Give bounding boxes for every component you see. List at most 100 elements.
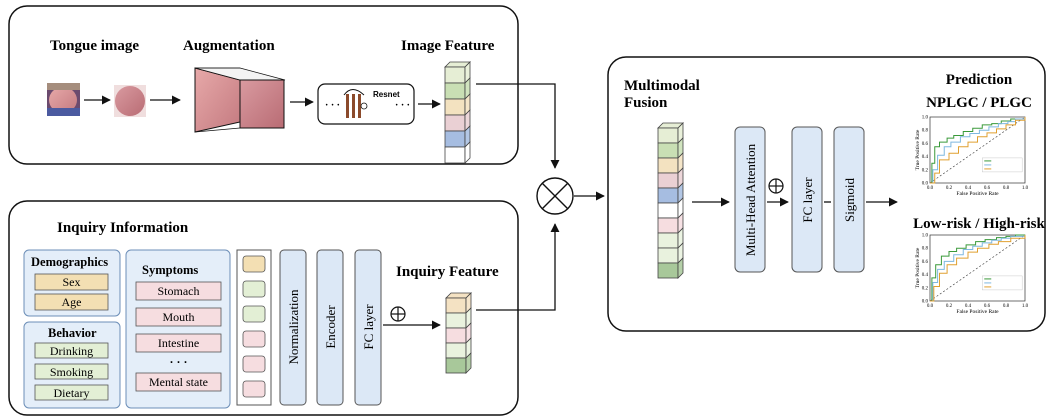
fusion-feature-cell	[657, 187, 679, 204]
fusion-fc-layer	[791, 126, 823, 273]
roc-series-line	[930, 235, 1026, 302]
behavior-drinking: Drinking	[50, 344, 93, 358]
roc-x-tick-label: 0.6	[984, 304, 991, 309]
fusion-feature-cell	[657, 202, 679, 219]
roc-y-axis-label: True Positive Rate	[915, 129, 921, 170]
roc-y-tick-label: 0.0	[922, 182, 929, 187]
multi-head-attention-label: Multi-Head Attention	[743, 143, 758, 256]
behavior-drinking-box	[34, 342, 109, 359]
fusion-multiply-symbol	[536, 177, 574, 215]
inquiry-feature-label: Inquiry Feature	[396, 264, 499, 280]
roc-x-tick-label: 0.4	[965, 186, 972, 191]
inquiry-feature-cell	[445, 357, 467, 374]
roc-y-axis-label: True Positive Rate	[915, 247, 921, 288]
symptom-mental-box	[135, 372, 222, 392]
roc-y-tick-label: 0.2	[922, 286, 929, 291]
roc-x-tick-label: 0.8	[1003, 304, 1010, 309]
inquiry-info-title: Inquiry Information	[57, 220, 189, 236]
demographics-sex-box	[34, 273, 109, 291]
inquiry-feature-cell	[445, 342, 467, 359]
encoder-label: Encoder	[323, 305, 338, 349]
roc-series-line	[930, 117, 1026, 184]
fusion-feature-cell	[657, 172, 679, 189]
augmentation-box	[194, 67, 286, 133]
multi-head-attention-layer	[734, 126, 766, 273]
roc-y-tick-label: 0.2	[922, 168, 929, 173]
inquiry-column-cell	[242, 305, 266, 323]
image-feature-label: Image Feature	[401, 38, 495, 54]
roc-series-line	[930, 117, 1026, 184]
behavior-dietary-box	[34, 384, 109, 401]
fusion-feature-cell	[657, 142, 679, 159]
demographics-sex: Sex	[63, 275, 81, 289]
connector-inquiry-to-fusion	[476, 223, 560, 311]
roc-y-tick-label: 1.0	[922, 116, 929, 121]
demographics-age: Age	[62, 295, 82, 309]
roc-chart-1: 0.00.00.20.20.40.40.60.60.80.81.01.0Fals…	[915, 116, 1029, 198]
roc-x-axis-label: False Positive Rate	[956, 309, 999, 315]
roc-y-tick-label: 1.0	[922, 234, 929, 239]
fusion-title-line2: Fusion	[624, 95, 668, 111]
fusion-add-symbol	[768, 178, 784, 194]
inquiry-column-cell	[242, 330, 266, 348]
roc-series-line	[930, 235, 1026, 302]
roc-x-tick-label: 0.0	[927, 186, 934, 191]
image-feature-cell	[444, 82, 466, 100]
symptoms-title: Symptoms	[142, 263, 198, 277]
inquiry-input-column	[236, 249, 272, 406]
roc-y-tick-label: 0.6	[922, 142, 929, 147]
roc-x-tick-label: 0.6	[984, 186, 991, 191]
inquiry-fc-label: FC layer	[361, 304, 376, 350]
cropped-tongue	[114, 85, 146, 117]
roc-x-tick-label: 0.2	[946, 186, 953, 191]
normalization-label: Normalization	[286, 289, 301, 365]
inquiry-column-cell	[242, 280, 266, 298]
inquiry-column-cells	[242, 255, 266, 398]
resnet-label: Resnet	[373, 90, 400, 99]
symptom-stomach-box	[135, 281, 222, 301]
fusion-feature-cell	[657, 247, 679, 264]
inquiry-column-cell	[242, 355, 266, 373]
roc-x-tick-label: 0.4	[965, 304, 972, 309]
roc-x-axis-label: False Positive Rate	[956, 191, 999, 197]
inquiry-add-symbol	[390, 306, 406, 322]
roc-y-tick-label: 0.4	[922, 273, 929, 278]
symptom-stomach: Stomach	[158, 284, 200, 298]
symptom-intestine: Intestine	[158, 336, 199, 350]
roc-y-tick-label: 0.0	[922, 300, 929, 305]
tongue-image-label: Tongue image	[50, 38, 139, 54]
fusion-feature-side-face	[677, 257, 684, 279]
roc-chance-diagonal	[929, 234, 1026, 302]
image-feature-cell	[444, 114, 466, 132]
roc-y-tick-label: 0.8	[922, 247, 929, 252]
roc-x-tick-label: 0.8	[1003, 186, 1010, 191]
symptom-mental-state: Mental state	[149, 375, 208, 389]
roc-x-tick-label: 1.0	[1022, 186, 1029, 191]
fusion-feature-cell	[657, 262, 679, 279]
inquiry-feature-cell	[445, 327, 467, 344]
symptom-mouth: Mouth	[162, 310, 194, 324]
connector-image-to-fusion	[476, 83, 560, 169]
svg-text:· · ·: · · ·	[395, 100, 410, 111]
roc-chart-2-title: Low-risk / High-risk	[913, 216, 1045, 232]
fusion-title-line1: Multimodal	[624, 78, 700, 94]
roc-y-tick-label: 0.4	[922, 155, 929, 160]
fusion-feature-cell	[657, 232, 679, 249]
roc-legend-box	[982, 275, 1023, 291]
symptom-ellipsis: · · ·	[169, 355, 187, 369]
image-feature-cell	[444, 66, 466, 84]
fusion-feature-cell	[657, 217, 679, 234]
inquiry-feature-side-face	[465, 352, 472, 374]
image-feature-cell	[444, 146, 466, 164]
behavior-smoking: Smoking	[50, 365, 93, 379]
fusion-feature-vector	[657, 122, 684, 279]
inquiry-feature-cell	[445, 297, 467, 314]
symptom-intestine-box	[135, 333, 222, 353]
roc-chart-1-title: NPLGC / PLGC	[926, 95, 1032, 111]
roc-series-line	[930, 117, 1026, 184]
sigmoid-layer	[833, 126, 865, 273]
resnet-block: Resnet · · · · · ·	[317, 83, 415, 125]
roc-x-tick-label: 1.0	[1022, 304, 1029, 309]
prediction-title: Prediction	[946, 72, 1013, 88]
